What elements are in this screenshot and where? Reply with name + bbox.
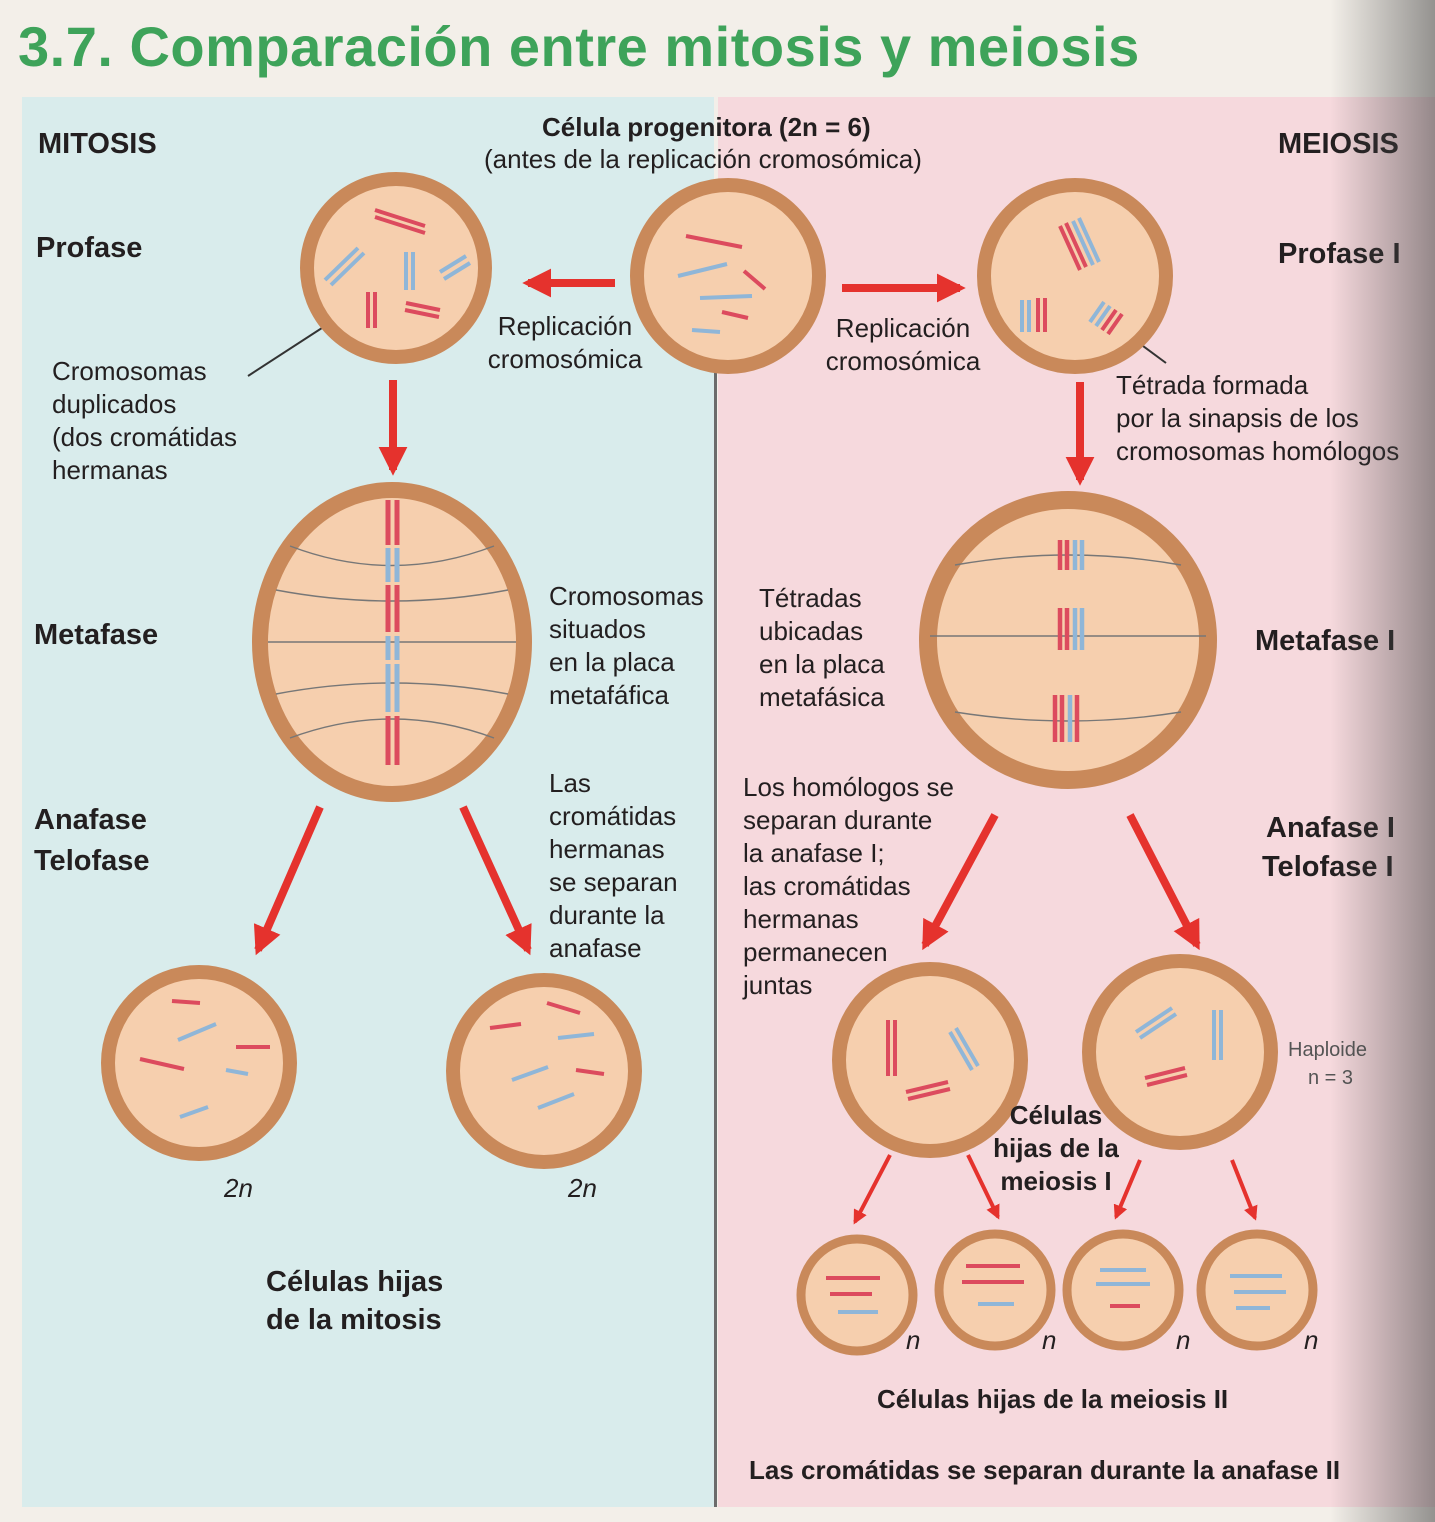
meiosis-ii-ploidy-3: n <box>1176 1324 1190 1357</box>
arrow-mitosis-anaphase-left <box>258 807 320 950</box>
meiosis-ii-ploidy-1: n <box>906 1324 920 1357</box>
meiosis-ii-cell-1 <box>801 1239 913 1351</box>
meiosis-ii-cell-2 <box>939 1234 1051 1346</box>
parent-cell-subtitle: (antes de la replicación cromosómica) <box>484 143 922 176</box>
meiosis-ii-ploidy-4: n <box>1304 1324 1318 1357</box>
mitosis-metaphase-label: Metafase <box>34 619 158 652</box>
mitosis-prophase-cell <box>307 179 485 357</box>
arrow-mitosis-anaphase-right <box>463 807 528 950</box>
page-edge-shadow <box>1330 0 1435 1522</box>
anaphase-ii-note: Las cromátidas se separan durante la ana… <box>749 1454 1340 1487</box>
mitosis-anaphase-label: Anafase <box>34 804 147 837</box>
parent-cell-title: Célula progenitora (2n = 6) <box>542 111 871 144</box>
mitosis-daughter-cell-1 <box>108 972 290 1154</box>
mitosis-daughter-cell-2 <box>453 980 635 1162</box>
mitosis-telophase-label: Telofase <box>34 845 150 878</box>
mitosis-ploidy-2: 2n <box>568 1172 597 1205</box>
mitosis-prophase-label: Profase <box>36 232 142 265</box>
meiosis-ii-ploidy-2: n <box>1042 1324 1056 1357</box>
mitosis-ploidy-1: 2n <box>224 1172 253 1205</box>
parent-cell <box>637 185 819 367</box>
meiosis-prophase-cell <box>984 185 1166 367</box>
meiosis-ii-daughter-label: Células hijas de la meiosis II <box>877 1383 1228 1416</box>
meiosis-ii-cell-3 <box>1067 1234 1179 1346</box>
meiosis-ii-cell-4 <box>1201 1234 1313 1346</box>
mitosis-header: MITOSIS <box>38 128 157 161</box>
arrow-meiosis-anaphase-right <box>1130 815 1197 945</box>
mitosis-metaphase-cell <box>260 490 524 794</box>
meiosis-metaphase-cell <box>928 500 1208 780</box>
